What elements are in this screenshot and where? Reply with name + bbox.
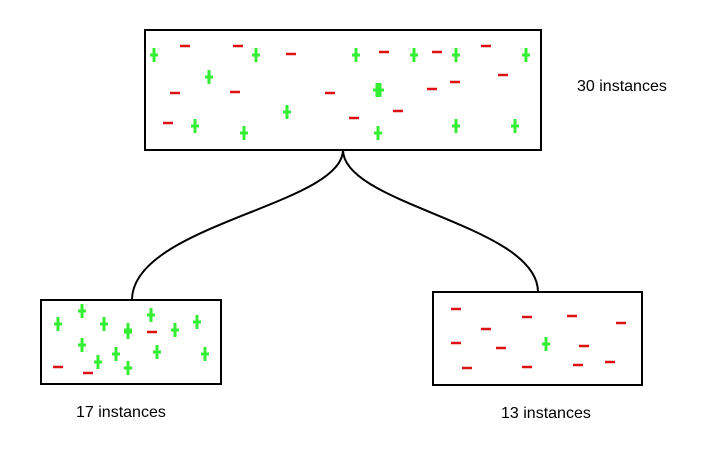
- plus-sign-icon: [240, 126, 248, 140]
- edge-root-to-left: [131, 149, 344, 301]
- edge-root-to-right: [342, 149, 539, 293]
- plus-sign-icon: [153, 345, 161, 359]
- plus-sign-icon: [193, 315, 201, 329]
- plus-sign-icon: [124, 325, 132, 339]
- left-child-node-instances: [53, 304, 209, 375]
- plus-sign-icon: [542, 337, 550, 351]
- plus-sign-icon: [452, 48, 460, 62]
- plus-sign-icon: [205, 70, 213, 84]
- plus-sign-icon: [201, 347, 209, 361]
- root-node-instances: [150, 44, 530, 140]
- plus-sign-icon: [452, 119, 460, 133]
- plus-sign-icon: [112, 347, 120, 361]
- root-node-label: 30 instances: [577, 78, 667, 95]
- plus-sign-icon: [511, 119, 519, 133]
- plus-sign-icon: [100, 317, 108, 331]
- plus-sign-icon: [54, 317, 62, 331]
- plus-sign-icon: [147, 308, 155, 322]
- right-child-node-label: 13 instances: [501, 405, 591, 422]
- plus-sign-icon: [171, 323, 179, 337]
- plus-sign-icon: [374, 126, 382, 140]
- right-child-node-box: [432, 291, 643, 386]
- plus-sign-icon: [124, 361, 132, 375]
- right-child-node-instances: [451, 307, 626, 370]
- plus-sign-icon: [376, 83, 384, 97]
- plus-sign-icon: [78, 338, 86, 352]
- left-child-node-label: 17 instances: [76, 404, 166, 421]
- plus-sign-icon: [352, 48, 360, 62]
- left-child-node-box: [40, 299, 222, 385]
- plus-sign-icon: [78, 304, 86, 318]
- plus-sign-icon: [522, 48, 530, 62]
- plus-sign-icon: [283, 105, 291, 119]
- plus-sign-icon: [94, 355, 102, 369]
- plus-sign-icon: [150, 48, 158, 62]
- plus-sign-icon: [252, 48, 260, 62]
- root-node-box: [144, 29, 542, 151]
- plus-sign-icon: [410, 48, 418, 62]
- plus-sign-icon: [191, 119, 199, 133]
